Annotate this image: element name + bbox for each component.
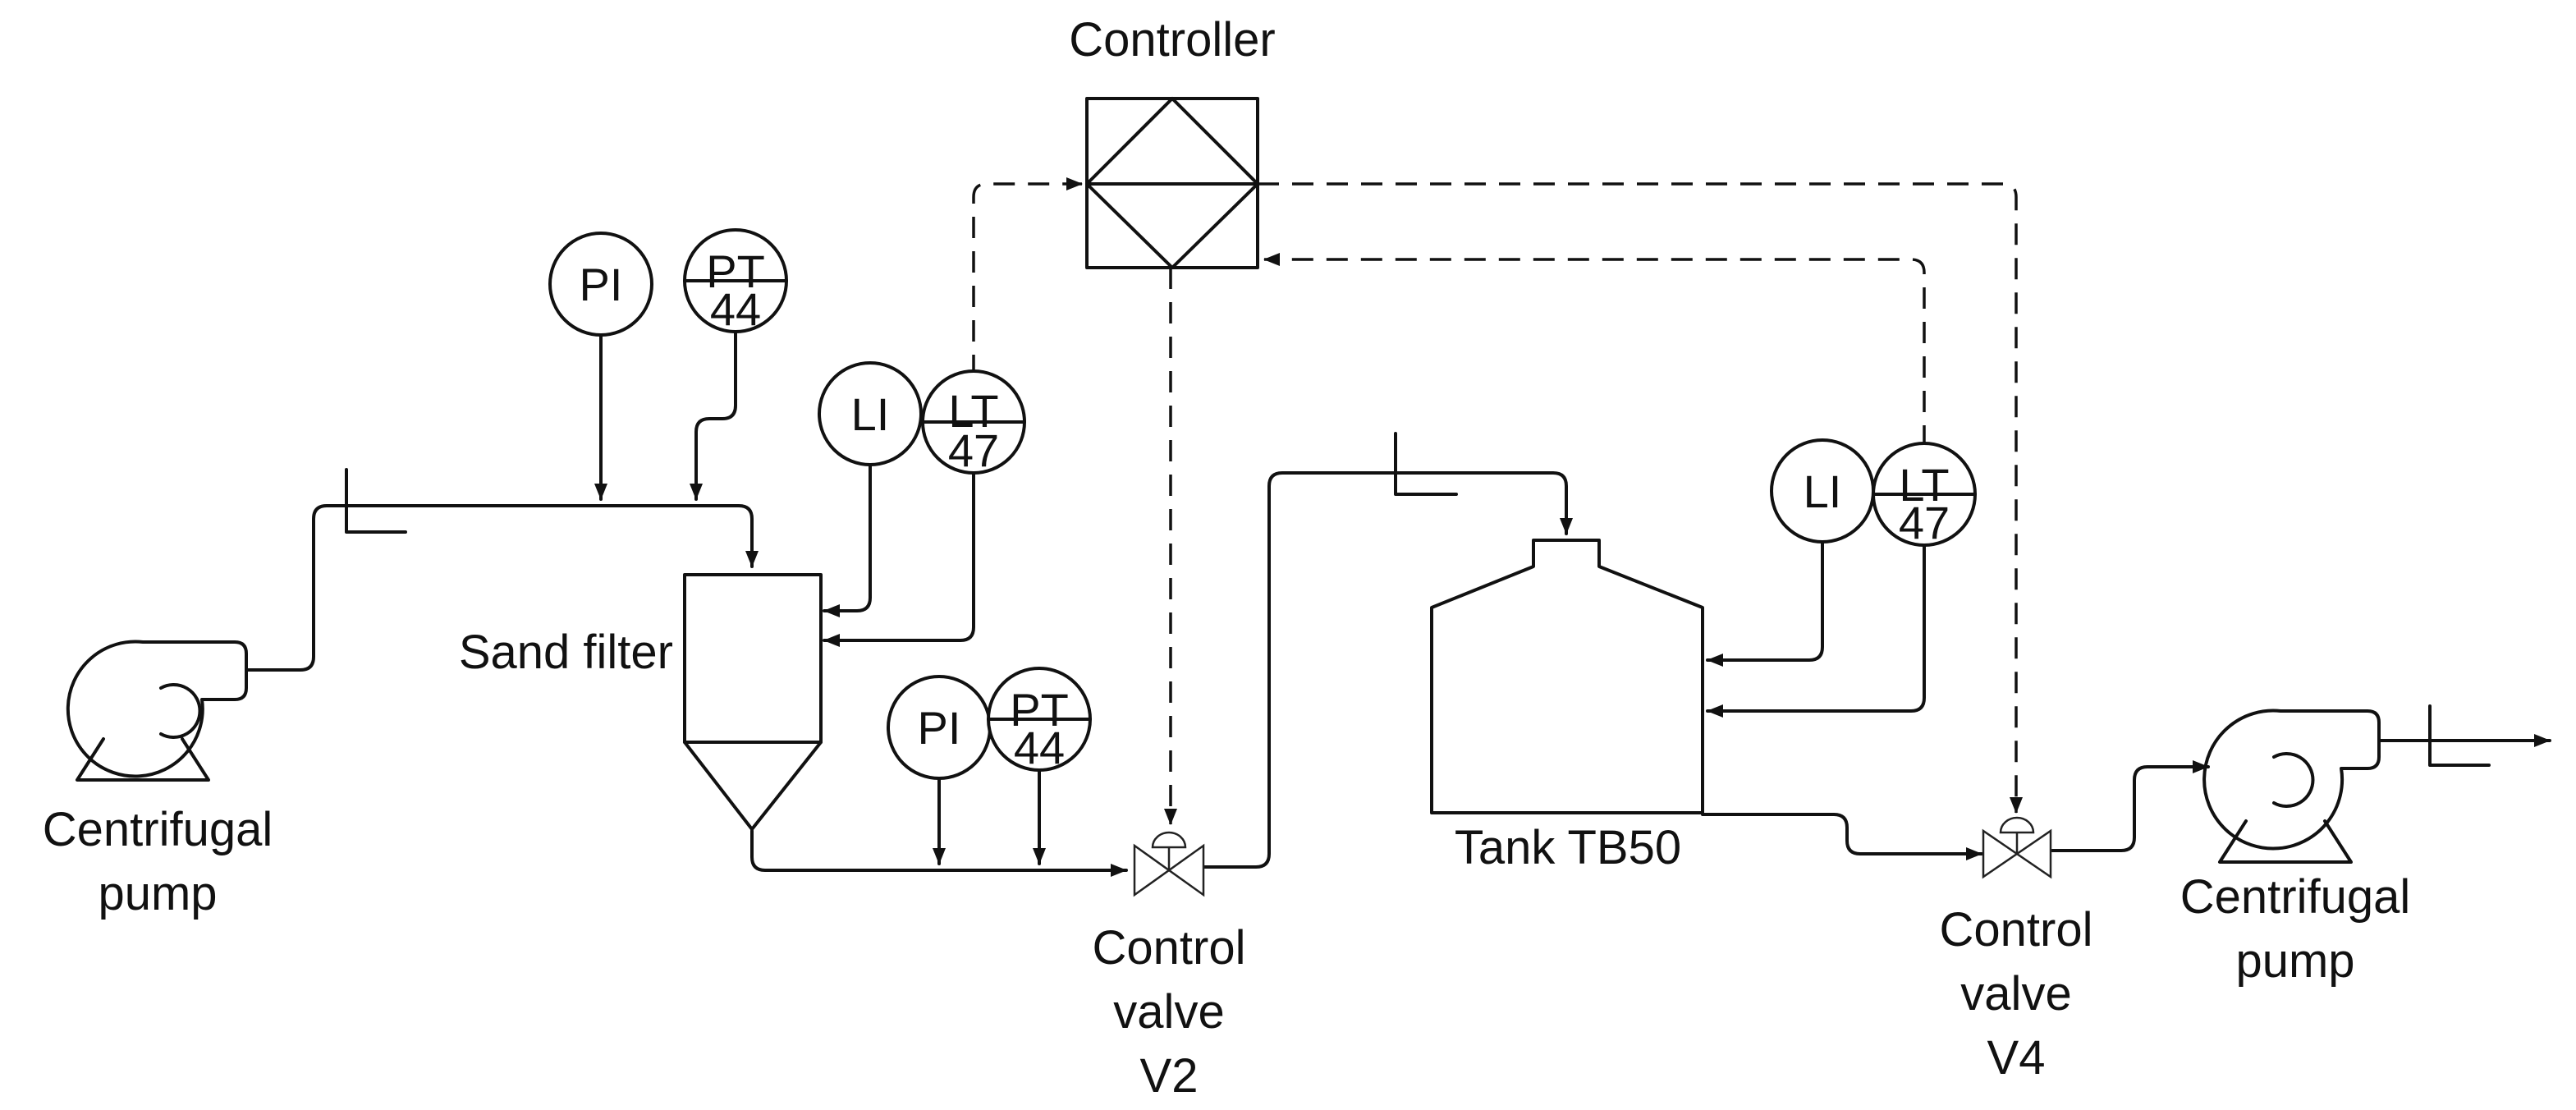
instrument-pi-top: PI	[548, 232, 653, 337]
controller-label: Controller	[1069, 13, 1275, 67]
line-v4-to-pump	[2051, 760, 2210, 852]
tank-tb50: Tank TB50	[1430, 539, 1704, 874]
sand-filter: Sand filter	[459, 573, 823, 831]
li-right-label: LI	[1804, 466, 1842, 517]
flag-left	[345, 468, 407, 534]
instrument-pt-44-bottom: PT 44	[987, 667, 1092, 773]
lt-right-number: 47	[1899, 497, 1950, 548]
lt-right-tag: LT	[1899, 459, 1949, 511]
flag-right	[2428, 704, 2491, 767]
pi-bottom-label: PI	[918, 702, 961, 754]
signal-lt-right-to-controller	[1263, 253, 1926, 447]
centrifugal-pump-left: Centrifugal pump	[43, 640, 273, 920]
pt-top-number: 44	[710, 283, 761, 335]
valve-v2-label-line1: Control	[1093, 921, 1246, 975]
instrument-pi-bottom: PI	[887, 675, 992, 780]
pt-top-tag: PT	[706, 245, 765, 297]
line-v2-to-tank	[1202, 471, 1573, 869]
instrument-li-left: LI	[818, 361, 923, 466]
pipe-flags	[345, 432, 2491, 767]
control-valve-v4: Control valve V4	[1940, 816, 2093, 1085]
instrument-pt-44-top: PT 44	[683, 228, 788, 335]
valve-v2-label-line3: V2	[1140, 1049, 1199, 1103]
sand-filter-label: Sand filter	[459, 626, 673, 679]
pt-bottom-number: 44	[1014, 722, 1065, 773]
instrument-lt-47-right: LT 47	[1872, 442, 1977, 548]
valve-v4-label-line1: Control	[1940, 903, 2093, 956]
controller: Controller	[1069, 13, 1276, 269]
li-left-label: LI	[851, 388, 890, 440]
centrifugal-pump-right: Centrifugal pump	[2180, 709, 2410, 988]
signal-controller-to-v4	[1258, 182, 2023, 814]
valve-v4-label-line2: valve	[1960, 967, 2071, 1021]
line-li-right-to-tank	[1706, 539, 1824, 667]
line-filter-to-v2	[750, 829, 1128, 877]
line-pt-top-to-pipe	[690, 328, 737, 501]
pump-right-label-line1: Centrifugal	[2180, 870, 2410, 924]
pt-bottom-tag: PT	[1010, 684, 1069, 736]
line-tank-to-v4	[1701, 813, 1983, 860]
signal-lines	[972, 177, 2023, 825]
pump-left-label-line1: Centrifugal	[43, 803, 273, 856]
valve-v2-label-line2: valve	[1113, 985, 1224, 1039]
flag-middle	[1394, 432, 1458, 496]
tank-label: Tank TB50	[1455, 821, 1681, 874]
pump-right-label-line2: pump	[2235, 934, 2354, 988]
lt-left-number: 47	[948, 424, 999, 476]
instrument-li-right: LI	[1770, 438, 1875, 544]
line-lt-right-to-tank	[1706, 544, 1926, 718]
pump-left-label-line2: pump	[98, 867, 217, 920]
pi-top-label: PI	[580, 259, 623, 310]
process-lines	[245, 328, 2551, 877]
instrument-lt-47-left: LT 47	[921, 369, 1026, 476]
lt-left-tag: LT	[948, 385, 998, 437]
control-valve-v2: Control valve V2	[1093, 831, 1246, 1103]
signal-lt-left-to-controller	[972, 177, 1083, 376]
line-li-left-to-filter	[823, 463, 872, 617]
line-pump-to-filter	[245, 504, 759, 672]
line-lt-left-to-filter	[823, 470, 975, 647]
valve-v4-label-line3: V4	[1987, 1031, 2046, 1085]
